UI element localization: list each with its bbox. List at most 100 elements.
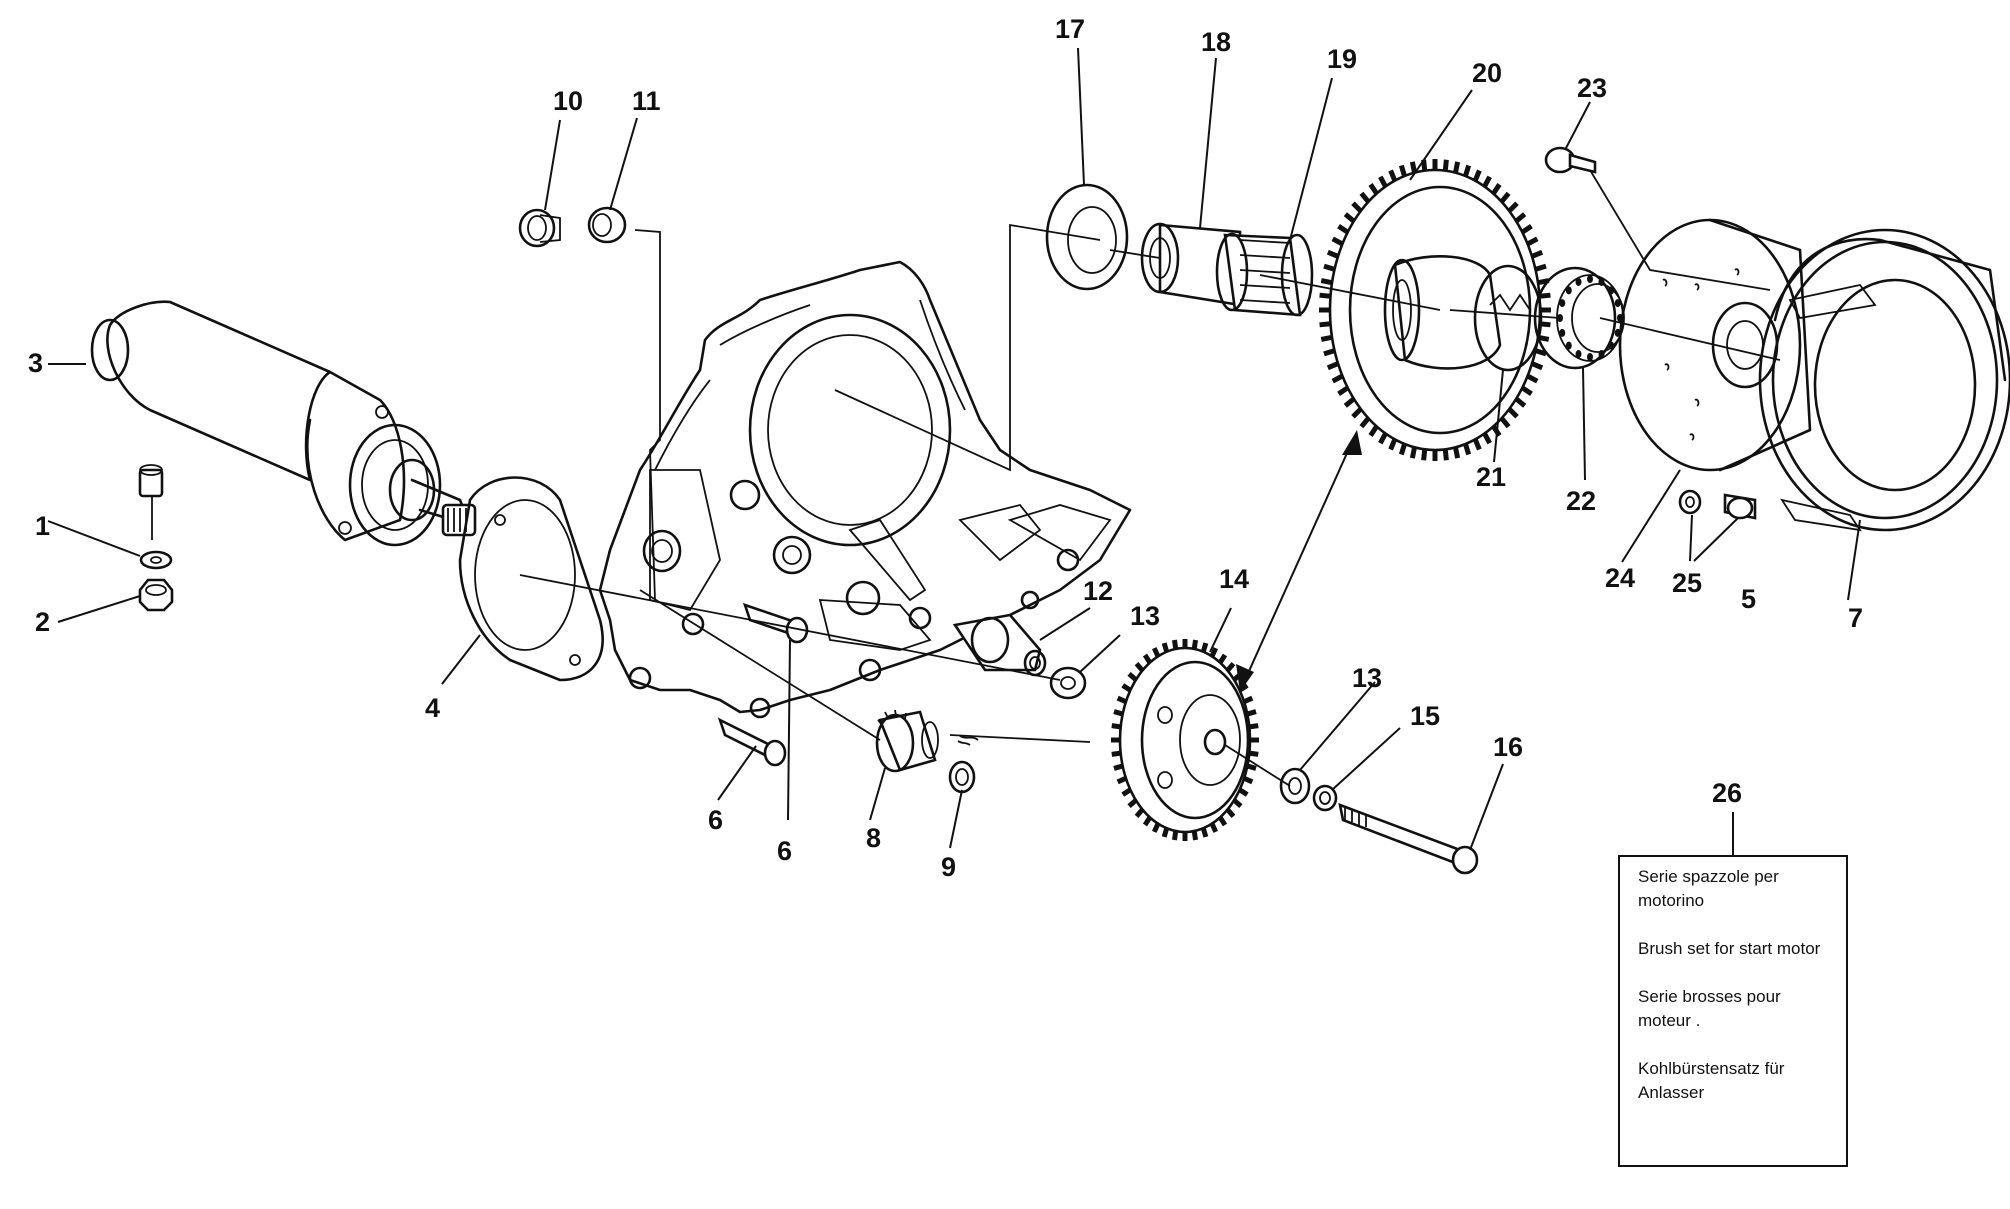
bearing-roller — [1598, 277, 1605, 286]
legend-leader-line — [1732, 812, 1734, 855]
gear-tooth — [1514, 396, 1527, 408]
gear-tooth — [1499, 191, 1511, 204]
callout-numbers: 1 2 3 4 5 6 6 7 8 9 10 11 12 13 13 14 15… — [28, 14, 1863, 882]
long-bolt-part-16 — [1338, 802, 1479, 875]
gear-tooth — [1520, 224, 1533, 235]
gear-tooth — [1127, 798, 1138, 809]
gear-tooth — [1319, 292, 1331, 299]
gear-tooth — [1151, 822, 1161, 833]
gear-tooth — [1232, 798, 1243, 809]
gear-tooth — [1388, 438, 1398, 451]
gear-tooth — [1111, 750, 1122, 757]
callout-15: 15 — [1410, 701, 1440, 731]
washer-part-13-first — [1049, 666, 1087, 700]
callout-16: 16 — [1493, 732, 1523, 762]
gear-tooth — [1472, 169, 1482, 182]
gear-tooth — [1337, 385, 1350, 396]
gear-tooth — [1209, 822, 1219, 833]
gear-tooth — [1482, 175, 1492, 188]
callout-1: 1 — [35, 511, 50, 541]
legend-text-german: Kohlbürstensatz für Anlasser — [1638, 1059, 1785, 1102]
gear-tooth — [1171, 639, 1179, 650]
bearing-roller — [1598, 350, 1605, 359]
gear-tooth — [1200, 642, 1209, 653]
gear-tooth — [1526, 373, 1539, 384]
gear-tooth — [1151, 647, 1161, 658]
bearing-roller — [1575, 350, 1582, 359]
gear-tooth — [1472, 438, 1482, 451]
gear-tooth — [1331, 236, 1344, 247]
callout-13b: 13 — [1352, 663, 1382, 693]
gear-tooth — [1116, 695, 1127, 705]
screw-part-5 — [1723, 493, 1757, 520]
gear-tooth — [1161, 642, 1170, 653]
callout-7: 7 — [1848, 603, 1863, 633]
gear-tooth — [1171, 830, 1179, 841]
screw-part-23 — [1544, 146, 1597, 174]
bearing-roller — [1575, 277, 1582, 286]
gear-tooth — [1534, 263, 1547, 272]
bolt-part-6-upper — [742, 602, 809, 644]
gear-tooth — [1323, 348, 1336, 357]
gear-tooth — [1246, 709, 1257, 717]
bearing-roller — [1565, 286, 1572, 295]
gear-tooth — [1218, 816, 1228, 827]
washer-part-1 — [139, 550, 173, 570]
callout-26: 26 — [1712, 778, 1743, 808]
gear-tooth — [1351, 407, 1363, 419]
gear-tooth — [1378, 175, 1388, 188]
gear-tooth — [1499, 416, 1511, 429]
gear-tooth — [1507, 407, 1519, 419]
callout-21: 21 — [1476, 462, 1506, 492]
callout-2: 2 — [35, 607, 50, 637]
gear-tooth — [1409, 446, 1417, 459]
gear-tooth — [1248, 750, 1259, 757]
washer-part-11 — [587, 206, 627, 244]
gear-tooth — [1398, 164, 1407, 177]
gear-tooth — [1343, 396, 1356, 408]
gear-tooth — [1326, 361, 1339, 371]
gear-tooth — [1121, 683, 1132, 693]
gear-tooth — [1116, 775, 1127, 785]
shaft-part-12 — [952, 613, 1047, 677]
callout-22: 22 — [1566, 486, 1596, 516]
callout-5: 5 — [1741, 584, 1756, 614]
gear-tooth — [1320, 278, 1333, 286]
callout-20: 20 — [1472, 58, 1502, 88]
gear-tooth — [1453, 446, 1461, 459]
gear-tooth — [1359, 191, 1371, 204]
engagement-arrow — [1236, 430, 1362, 692]
gear-tooth — [1113, 709, 1124, 717]
callout-8: 8 — [866, 823, 881, 853]
gear-tooth — [1421, 449, 1428, 461]
gear-tooth — [1343, 212, 1356, 224]
gear-tooth — [1218, 653, 1228, 664]
callout-3: 3 — [28, 348, 43, 378]
bearing-roller — [1608, 341, 1615, 350]
gear-tooth — [1331, 373, 1344, 384]
gear-tooth — [1388, 169, 1398, 182]
gear-tooth — [1142, 653, 1152, 664]
bearing-roller — [1614, 299, 1621, 308]
callout-25: 25 — [1672, 568, 1702, 598]
plug-part-10 — [518, 208, 561, 248]
callout-24: 24 — [1605, 563, 1635, 593]
gear-tooth — [1514, 212, 1527, 224]
gear-tooth — [1111, 723, 1122, 730]
callout-6b: 6 — [777, 836, 792, 866]
callout-19: 19 — [1327, 44, 1357, 74]
gear-tooth — [1368, 425, 1379, 437]
gear-tooth — [1161, 827, 1170, 838]
gear-tooth — [1238, 787, 1249, 797]
gear-tooth — [1463, 443, 1472, 456]
gear-tooth — [1200, 827, 1209, 838]
gear-tooth — [1113, 763, 1124, 771]
bearing-roller — [1559, 299, 1566, 308]
legend-text-french: Serie brosses pour moteur . — [1638, 987, 1781, 1030]
gear-tooth — [1243, 695, 1254, 705]
gear-tooth — [1453, 161, 1461, 174]
starter-motor — [90, 300, 477, 547]
gear-tooth — [1351, 201, 1363, 213]
callout-23: 23 — [1577, 73, 1607, 103]
bearing-roller — [1608, 286, 1615, 295]
